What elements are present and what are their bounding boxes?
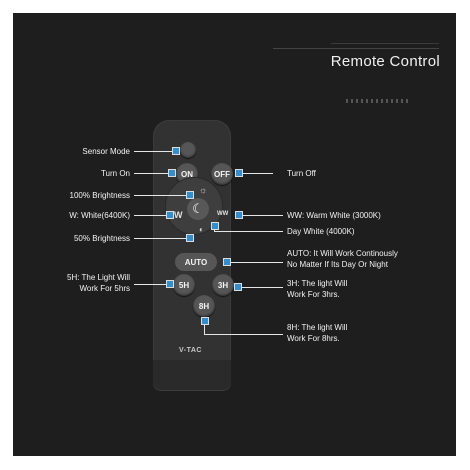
line-brightness-50 — [134, 238, 190, 239]
line-3h — [242, 287, 283, 288]
sun-bright-icon[interactable]: ☼ — [199, 185, 208, 195]
moon-icon[interactable]: ☾ — [187, 198, 209, 220]
ww-button[interactable]: WW — [217, 211, 229, 217]
label-turn-off: Turn Off — [287, 169, 316, 178]
line-8h — [204, 334, 283, 335]
label-brightness-50: 50% Brightness — [73, 234, 130, 243]
label-sensor-mode: Sensor Mode — [82, 147, 130, 156]
brand-logo: V-TAC — [179, 347, 202, 354]
label-warm-white: WW: Warm White (3000K) — [287, 211, 381, 220]
label-8h-line1: 8H: The light Will — [287, 323, 348, 332]
w-button[interactable]: W — [174, 210, 183, 220]
title-block: Remote Control — [331, 53, 440, 70]
label-5h-line2: Work For 5hrs — [79, 284, 130, 293]
auto-button[interactable]: AUTO — [175, 253, 217, 271]
line-sensor-mode — [134, 151, 176, 152]
line-8h-v — [204, 325, 205, 335]
label-3h: 3H: The light Will Work For 3hrs. — [287, 278, 407, 300]
line-white — [134, 215, 170, 216]
label-auto: AUTO: It Will Work Continously No Matter… — [287, 248, 447, 270]
marker-brightness-100 — [186, 191, 194, 199]
line-day-white — [214, 231, 283, 232]
line-turn-off — [243, 173, 273, 174]
label-3h-line2: Work For 3hrs. — [287, 290, 340, 299]
label-3h-line1: 3H: The light Will — [287, 279, 348, 288]
decor-dots — [346, 99, 408, 103]
label-auto-line1: AUTO: It Will Work Continously — [287, 249, 398, 258]
marker-day-white — [211, 222, 219, 230]
marker-white — [166, 211, 174, 219]
line-turn-on — [134, 173, 172, 174]
8h-button[interactable]: 8H — [193, 295, 215, 317]
label-turn-on: Turn On — [100, 169, 130, 178]
label-white: W: White(6400K) — [69, 211, 130, 220]
marker-brightness-50 — [186, 234, 194, 242]
sun-dim-icon[interactable]: ◐ — [199, 225, 204, 234]
label-5h-line1: 5H: The Light Will — [67, 273, 130, 282]
sensor-button[interactable] — [180, 142, 196, 158]
line-brightness-100 — [134, 195, 190, 196]
label-8h: 8H: The light Will Work For 8hrs. — [287, 322, 407, 344]
label-8h-line2: Work For 8hrs. — [287, 334, 340, 343]
page-title: Remote Control — [330, 53, 440, 70]
label-brightness-100: 100% Brightness — [69, 191, 130, 200]
line-5h — [134, 284, 170, 285]
marker-5h — [166, 280, 174, 288]
5h-button[interactable]: 5H — [173, 274, 195, 296]
title-underline — [273, 48, 439, 49]
3h-button[interactable]: 3H — [212, 274, 234, 296]
line-auto — [231, 262, 283, 263]
marker-warm-white — [235, 211, 243, 219]
label-auto-line2: No Matter If Its Day Or Night — [287, 260, 388, 269]
line-day-white-v — [214, 229, 215, 232]
line-warm-white — [243, 215, 283, 216]
marker-3h — [234, 283, 242, 291]
remote-bottom-cap — [153, 360, 231, 390]
marker-turn-off — [235, 169, 243, 177]
marker-turn-on — [168, 169, 176, 177]
marker-8h — [201, 317, 209, 325]
product-panel: Remote Control — [13, 13, 456, 456]
title-decor-line — [331, 43, 439, 44]
off-button[interactable]: OFF — [211, 163, 233, 185]
label-day-white: Day White (4000K) — [287, 227, 355, 236]
marker-sensor-mode — [172, 147, 180, 155]
marker-auto — [223, 258, 231, 266]
label-5h: 5H: The Light Will Work For 5hrs — [20, 272, 130, 294]
